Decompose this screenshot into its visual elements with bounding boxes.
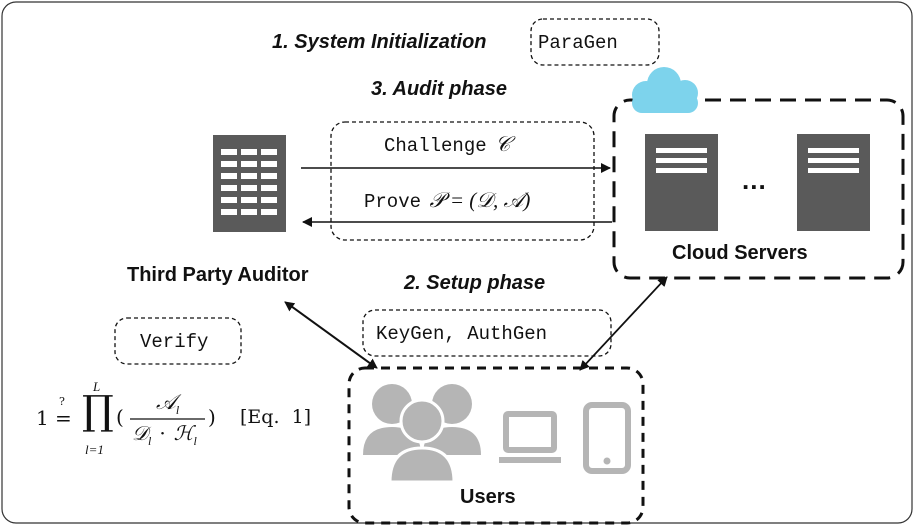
- eq-den-dot: ·: [159, 421, 166, 445]
- eq-open-paren: (: [116, 405, 124, 429]
- eq-close-paren: ): [208, 405, 216, 429]
- cloud-ellipsis: ...: [742, 165, 767, 195]
- eq-den-d: 𝒟: [132, 423, 148, 445]
- paragen-box: [530, 18, 660, 66]
- prove-text: Prove: [364, 191, 422, 213]
- verify-label: Verify: [140, 331, 209, 353]
- step-setup-phase: 2. Setup phase: [404, 272, 546, 294]
- eq-upper-limit: L: [93, 379, 101, 394]
- users-cloud-arrow-b: [579, 281, 663, 371]
- cloud-server-icon-2: [797, 134, 870, 231]
- eq-numerator-sub: l: [175, 403, 180, 418]
- eq-reference: [Eq. 1]: [240, 406, 312, 428]
- users-label: Users: [460, 486, 516, 508]
- challenge-text: Challenge: [384, 135, 487, 157]
- verify-box: [114, 317, 242, 365]
- auditor-label: Third Party Auditor: [127, 264, 309, 286]
- auditor-users-arrow-b: [289, 304, 378, 369]
- challenge-label: Challenge 𝒞: [384, 132, 510, 157]
- eq-numerator-symbol: 𝒜: [156, 390, 176, 414]
- eq-product: ∏: [82, 388, 114, 434]
- step-audit-phase: 3. Audit phase: [371, 78, 507, 100]
- eq-relation-mark: ?: [59, 395, 65, 408]
- users-box: [347, 366, 645, 525]
- eq-lower-limit: l=1: [85, 442, 104, 457]
- step-system-init: 1. System Initialization: [272, 31, 487, 53]
- cloud-servers-box: [612, 98, 905, 280]
- eq-den-sub1: l: [147, 434, 152, 448]
- users-group-icon: [363, 384, 481, 484]
- prove-label: Prove 𝒫 = (𝒟, 𝒜): [364, 188, 530, 213]
- keygen-box: [362, 309, 612, 357]
- desktop-icon: [499, 411, 561, 463]
- eq-den-sub2: l: [193, 434, 197, 448]
- message-box: [330, 121, 595, 241]
- cloud-icon: [632, 67, 698, 113]
- cloud-server-icon-1: [645, 134, 718, 231]
- challenge-symbol: 𝒞: [495, 132, 511, 156]
- keygen-authgen-label: KeyGen, AuthGen: [376, 323, 548, 345]
- eq-relation: =: [55, 406, 72, 430]
- prove-formula: 𝒫 = (𝒟, 𝒜): [429, 188, 531, 212]
- eq-denominator: 𝒟l · ℋl: [132, 421, 197, 449]
- cloud-servers-label: Cloud Servers: [672, 242, 808, 264]
- eq-den-h: ℋ: [173, 423, 194, 445]
- eq-numerator: 𝒜l: [156, 390, 179, 418]
- eq-lhs: 1: [36, 406, 49, 430]
- auditor-server-icon: [213, 135, 286, 232]
- mobile-icon: [583, 402, 631, 474]
- paragen-label: ParaGen: [538, 32, 618, 54]
